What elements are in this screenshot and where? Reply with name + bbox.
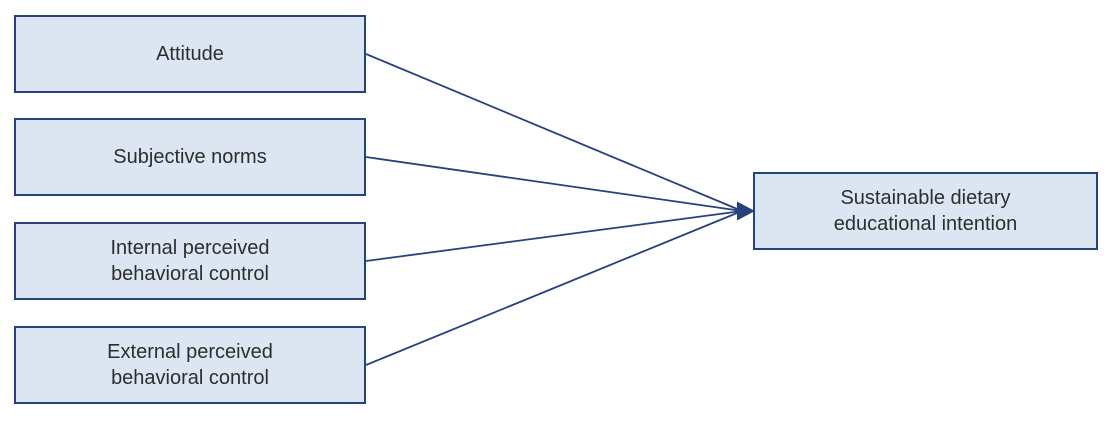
connector-line-subjective-norms (365, 156, 743, 212)
node-sustainable-dietary-educational-intention: Sustainable dietary educational intentio… (753, 172, 1098, 250)
node-outcome-label: Sustainable dietary educational intentio… (833, 187, 1018, 235)
node-subjective-norms-label: Subjective norms (113, 146, 267, 168)
connector-line-internal-pbc (365, 210, 743, 262)
node-attitude-label: Attitude (156, 43, 224, 65)
node-external-pbc-label: External perceived behavioral control (107, 341, 273, 389)
connector-line-attitude (365, 53, 743, 212)
node-internal-pbc-label: Internal perceived behavioral control (110, 237, 270, 285)
node-subjective-norms: Subjective norms (14, 118, 366, 196)
node-external-perceived-behavioral-control: External perceived behavioral control (14, 326, 366, 404)
node-internal-perceived-behavioral-control: Internal perceived behavioral control (14, 222, 366, 300)
connector-line-external-pbc (365, 210, 743, 366)
node-attitude: Attitude (14, 15, 366, 93)
